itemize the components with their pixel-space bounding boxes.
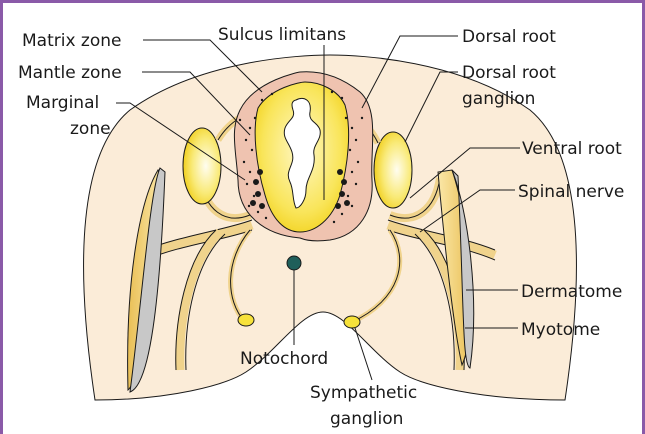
label-notochord: Notochord	[240, 349, 328, 369]
label-sulcus-limitans: Sulcus limitans	[218, 25, 346, 45]
left-sympathetic-ganglion	[238, 314, 254, 326]
label-dorsal-root: Dorsal root	[462, 27, 556, 47]
label-dorsal-root-ganglion-2: ganglion	[462, 89, 535, 109]
label-sympathetic-ganglion-2: ganglion	[330, 409, 403, 429]
right-dorsal-root-ganglion	[374, 132, 412, 208]
label-dorsal-root-ganglion-1: Dorsal root	[462, 63, 556, 83]
label-mantle-zone: Mantle zone	[18, 63, 122, 83]
right-sympathetic-ganglion	[344, 316, 360, 328]
label-marginal-zone-2: zone	[70, 119, 111, 139]
label-matrix-zone: Matrix zone	[22, 31, 122, 51]
label-marginal-zone-1: Marginal	[26, 93, 99, 113]
notochord	[287, 256, 301, 270]
left-dorsal-root-ganglion	[183, 128, 221, 204]
label-myotome: Myotome	[521, 320, 600, 340]
label-sympathetic-ganglion-1: Sympathetic	[310, 383, 417, 403]
label-dermatome: Dermatome	[521, 282, 622, 302]
label-spinal-nerve: Spinal nerve	[518, 182, 624, 202]
label-ventral-root: Ventral root	[522, 139, 622, 159]
